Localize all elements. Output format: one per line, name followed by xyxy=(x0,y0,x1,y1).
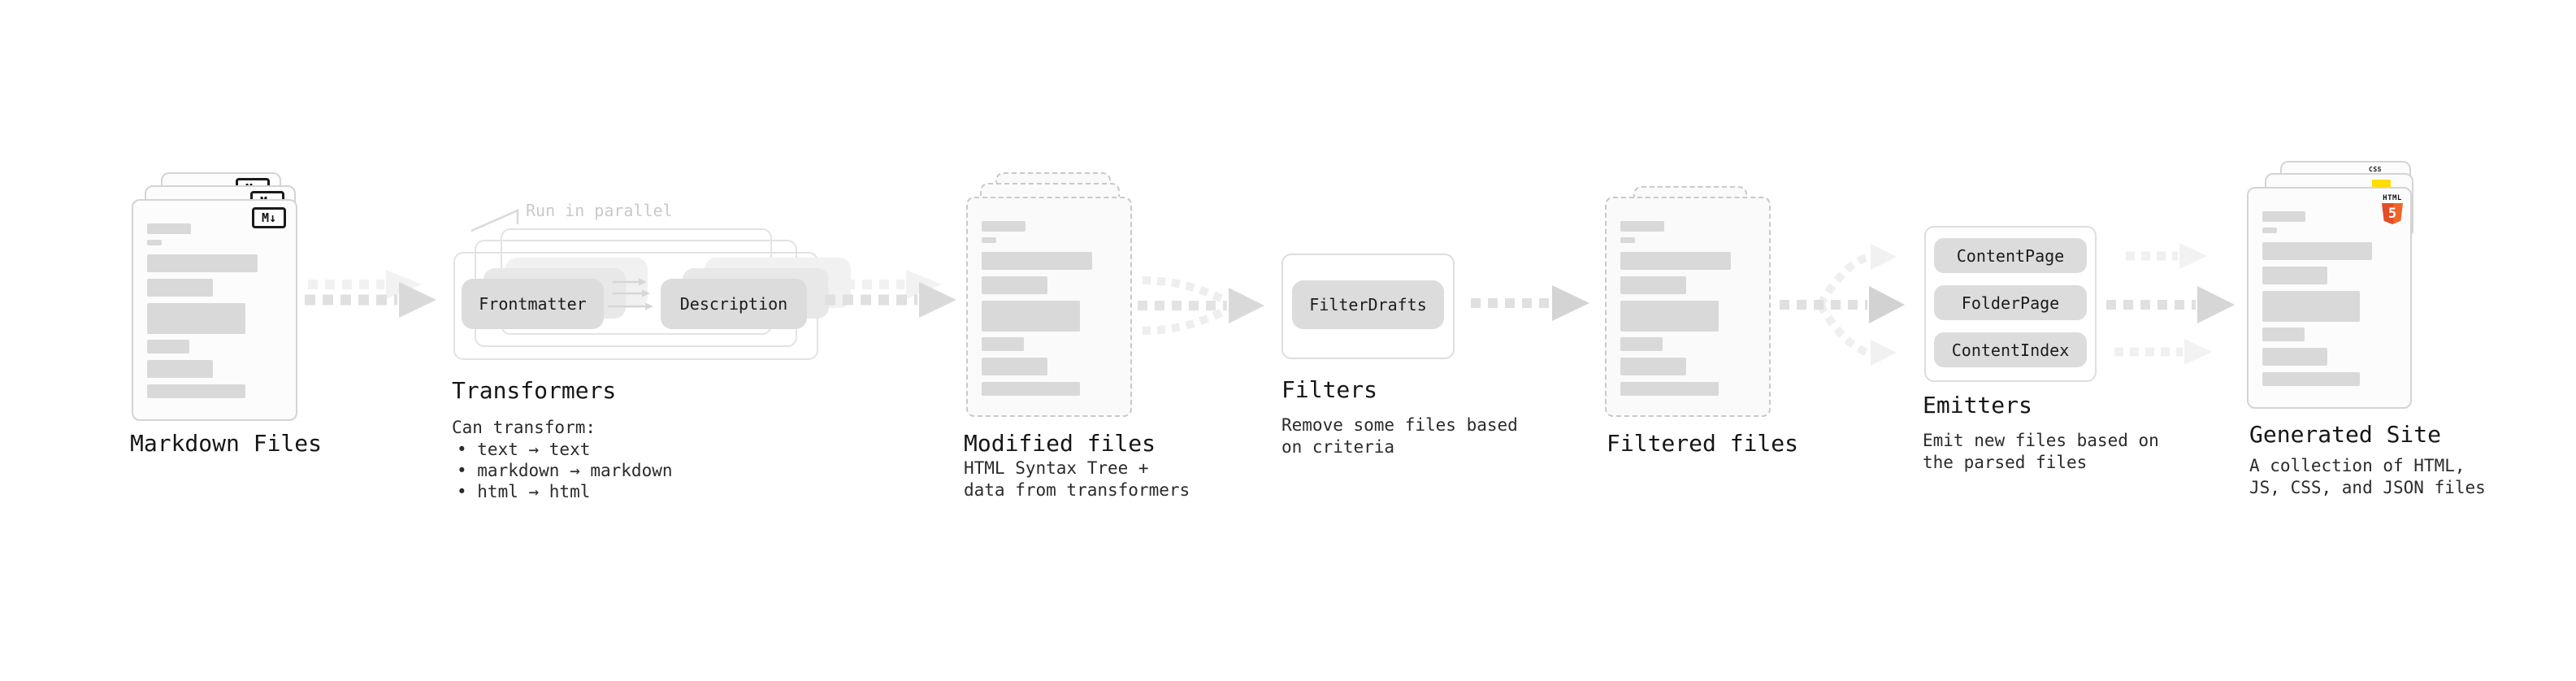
document-text-lines xyxy=(982,221,1118,396)
filter-box-filterdrafts: FilterDrafts xyxy=(1292,280,1444,329)
text-line xyxy=(982,221,1026,232)
stage-label-markdown-files: Markdown Files xyxy=(130,430,323,457)
document-text-lines xyxy=(1620,221,1757,396)
text-line xyxy=(147,240,163,245)
text-line xyxy=(1620,301,1719,332)
transformers-bullet: • text → text xyxy=(457,440,591,459)
text-line xyxy=(2262,211,2306,222)
stage-label-filters: Filters xyxy=(1281,376,1378,403)
text-line xyxy=(982,358,1047,375)
modified-file-card xyxy=(966,197,1132,417)
text-line xyxy=(2262,372,2361,386)
text-line xyxy=(147,384,245,398)
filters-sub: on criteria xyxy=(1281,437,1395,457)
stage-label-generated-site: Generated Site xyxy=(2249,421,2442,448)
flow-arrow-icon xyxy=(825,270,956,318)
text-line xyxy=(2262,291,2361,322)
arrow-main-layer xyxy=(825,282,956,318)
text-line xyxy=(982,382,1080,396)
text-line xyxy=(147,223,191,234)
html5-icon: HTML 5 xyxy=(2381,195,2404,224)
text-line xyxy=(2262,242,2373,260)
split-arrow-icon xyxy=(1780,244,1905,366)
transformers-bullet: • html → html xyxy=(457,482,591,501)
text-line xyxy=(2262,267,2328,284)
transformer-box-description: Description xyxy=(661,279,807,329)
annotation-leader-line xyxy=(471,209,519,232)
stage-label-emitters: Emitters xyxy=(1923,392,2032,419)
merge-arrow-icon xyxy=(1138,276,1264,335)
text-line xyxy=(1620,276,1686,294)
text-line xyxy=(982,301,1080,332)
markdown-icon: M↓ xyxy=(252,207,286,228)
text-line xyxy=(1620,382,1719,396)
text-line xyxy=(1620,221,1664,232)
emitters-sub: Emit new files based on xyxy=(1923,431,2159,450)
flow-arrow-icon xyxy=(1471,285,1589,321)
markdown-file-card: M↓ xyxy=(132,199,297,421)
text-line xyxy=(1620,252,1732,270)
text-line xyxy=(982,276,1047,294)
transformers-bullet: • markdown → markdown xyxy=(457,461,673,480)
text-line xyxy=(1620,358,1686,375)
stage-label-filtered-files: Filtered files xyxy=(1607,430,1799,457)
text-line xyxy=(1620,237,1636,243)
text-line xyxy=(982,252,1093,270)
text-line xyxy=(2262,348,2328,366)
modified-files-sub: data from transformers xyxy=(964,480,1190,500)
text-line xyxy=(147,340,190,354)
text-line xyxy=(982,337,1025,351)
transformer-box-frontmatter: Frontmatter xyxy=(462,279,604,329)
filters-sub: Remove some files based xyxy=(1281,415,1518,435)
text-line xyxy=(982,237,997,243)
text-line xyxy=(147,303,245,334)
arrow-main-layer xyxy=(305,282,436,318)
triple-arrow-icon xyxy=(2106,243,2235,365)
document-text-lines xyxy=(2262,211,2398,386)
emitter-box-folderpage: FolderPage xyxy=(1934,285,2087,320)
run-in-parallel-note: Run in parallel xyxy=(526,201,673,220)
text-line xyxy=(2262,327,2305,341)
text-line xyxy=(147,360,213,378)
modified-files-sub: HTML Syntax Tree + xyxy=(964,458,1149,478)
parallel-arrows-icon xyxy=(608,278,653,310)
generated-site-sub: A collection of HTML, xyxy=(2249,456,2465,475)
stage-label-transformers: Transformers xyxy=(452,377,617,404)
emitter-box-contentindex: ContentIndex xyxy=(1934,332,2087,367)
text-line xyxy=(147,254,258,272)
flow-arrow-icon xyxy=(305,270,436,318)
emitters-sub: the parsed files xyxy=(1923,453,2088,472)
document-text-lines xyxy=(147,223,284,398)
stage-label-modified-files: Modified files xyxy=(964,430,1156,457)
text-line xyxy=(1620,337,1663,351)
emitter-box-contentpage: ContentPage xyxy=(1934,238,2087,273)
generated-site-sub: JS, CSS, and JSON files xyxy=(2249,478,2486,497)
text-line xyxy=(2262,228,2278,233)
generated-file-card-html: HTML 5 xyxy=(2247,187,2412,409)
transformers-caption: Can transform: xyxy=(452,418,596,437)
javascript-file-icon xyxy=(2372,180,2391,189)
text-line xyxy=(147,279,213,297)
filtered-file-card xyxy=(1605,197,1771,417)
